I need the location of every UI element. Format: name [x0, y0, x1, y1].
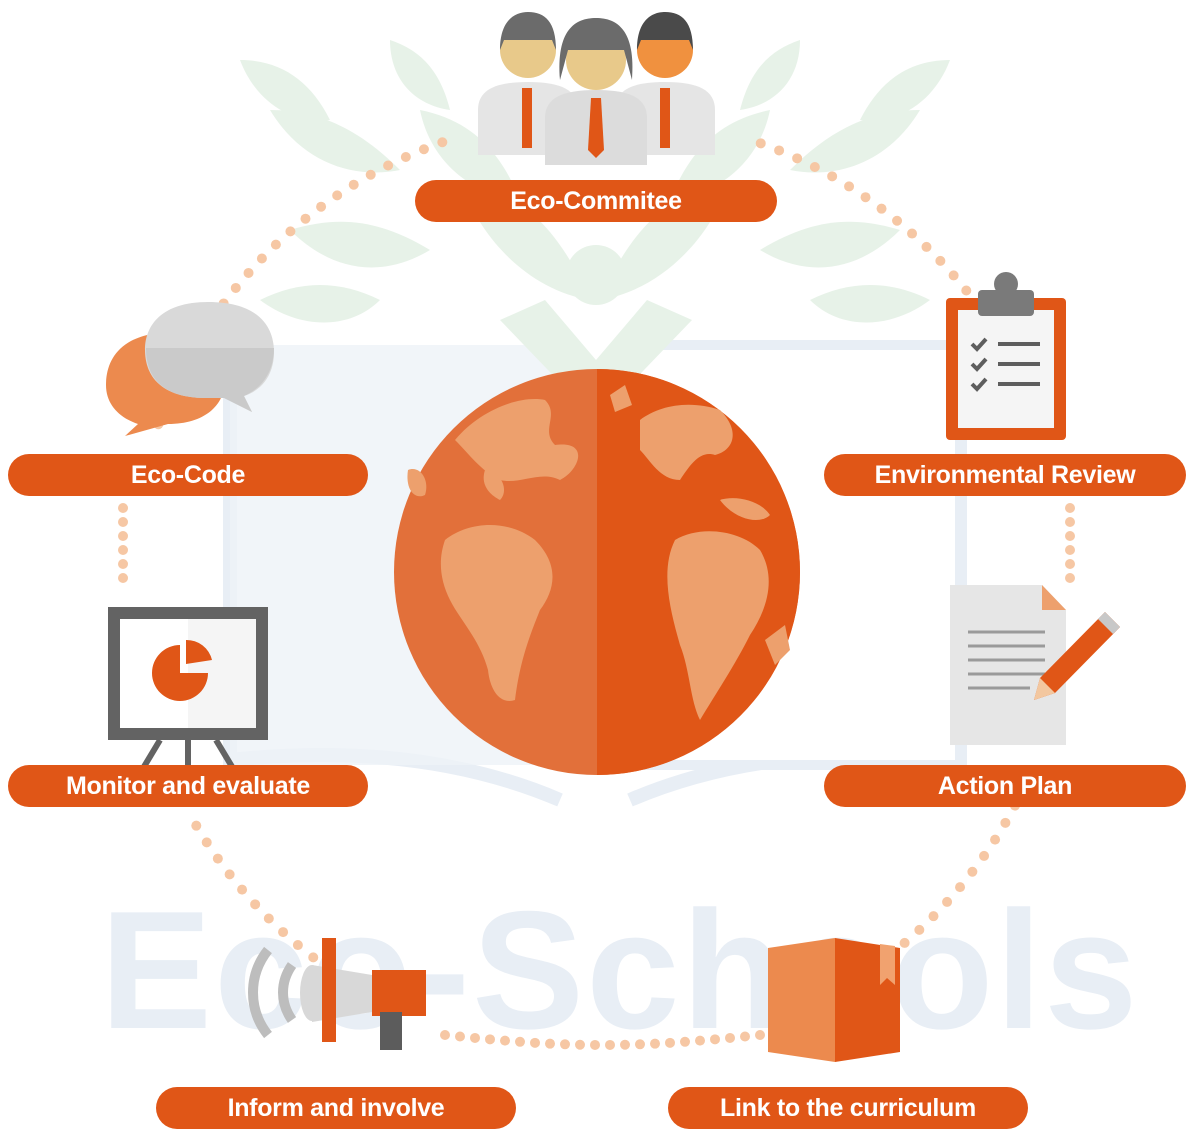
globe-icon	[394, 369, 800, 775]
path-dot	[792, 153, 803, 164]
path-dot	[955, 882, 966, 893]
path-dot	[470, 1032, 480, 1043]
path-dot	[237, 884, 248, 895]
path-dot	[942, 896, 953, 907]
path-dot	[725, 1032, 735, 1043]
path-dot	[437, 137, 448, 148]
path-dot	[590, 1039, 600, 1050]
path-dot	[1065, 559, 1075, 569]
presentation-board-icon	[108, 607, 268, 772]
people-icon	[478, 12, 715, 165]
path-dot	[455, 1031, 465, 1042]
path-dot	[755, 138, 766, 149]
path-dot	[928, 911, 939, 922]
path-dot	[224, 869, 235, 880]
path-dot	[961, 285, 972, 296]
path-dot	[948, 270, 959, 281]
path-dot	[907, 228, 918, 239]
path-dot	[292, 940, 303, 951]
path-dot	[575, 1039, 585, 1050]
path-dot	[620, 1039, 630, 1050]
path-dot	[118, 573, 128, 583]
path-dot	[1065, 531, 1075, 541]
path-dot	[515, 1036, 525, 1047]
path-dot	[243, 267, 254, 278]
path-dot	[300, 213, 311, 224]
path-dot	[400, 151, 411, 162]
path-dot	[118, 531, 128, 541]
path-dot	[348, 179, 359, 190]
path-dot	[230, 282, 241, 293]
step-environmental-review-label: Environmental Review	[824, 454, 1186, 496]
path-dot	[1065, 573, 1075, 583]
path-dot	[635, 1039, 645, 1050]
step-inform-involve-label: Inform and involve	[156, 1087, 516, 1129]
path-dot	[118, 503, 128, 513]
path-dot	[308, 952, 319, 963]
path-dot	[285, 226, 296, 237]
path-dot	[892, 215, 903, 226]
path-dot	[440, 1030, 450, 1040]
step-monitor-evaluate-label: Monitor and evaluate	[8, 765, 368, 807]
watermark-text: Eco-Schools	[100, 876, 1140, 1064]
path-dot	[990, 834, 1001, 845]
path-dot	[914, 924, 925, 935]
path-dot	[250, 899, 261, 910]
path-dot	[695, 1035, 705, 1046]
path-dot	[316, 201, 327, 212]
path-dot	[935, 255, 946, 266]
path-dot	[332, 190, 343, 201]
path-dot	[774, 145, 785, 156]
path-dot	[844, 181, 855, 192]
path-dot	[755, 1030, 765, 1040]
path-dot	[278, 927, 289, 938]
path-dot	[710, 1034, 720, 1045]
path-dot	[365, 169, 376, 180]
path-dot	[1000, 817, 1011, 828]
step-eco-committee-label: Eco-Commitee	[415, 180, 777, 222]
path-dot	[270, 239, 281, 250]
path-dot	[680, 1036, 690, 1047]
step-link-curriculum-label: Link to the curriculum	[668, 1087, 1028, 1129]
path-dot	[118, 559, 128, 569]
path-dot	[500, 1035, 510, 1046]
path-dot	[665, 1037, 675, 1048]
path-dot	[201, 837, 212, 848]
path-dot	[212, 853, 223, 864]
document-pencil-icon	[950, 585, 1120, 745]
path-dot	[1065, 517, 1075, 527]
path-dot	[967, 866, 978, 877]
path-dot	[1065, 545, 1075, 555]
path-dot	[979, 850, 990, 861]
path-dot	[860, 192, 871, 203]
step-eco-code-label: Eco-Code	[8, 454, 368, 496]
path-dot	[545, 1038, 555, 1049]
path-dot	[485, 1034, 495, 1045]
path-dot	[418, 144, 429, 155]
clipboard-checklist-icon	[946, 272, 1066, 440]
step-action-plan-label: Action Plan	[824, 765, 1186, 807]
path-dot	[809, 161, 820, 172]
path-dot	[650, 1038, 660, 1049]
path-dot	[530, 1037, 540, 1048]
path-dot	[256, 253, 267, 264]
path-dot	[1065, 503, 1075, 513]
path-dot	[876, 203, 887, 214]
path-dot	[560, 1039, 570, 1050]
path-dot	[605, 1039, 615, 1050]
path-dot	[118, 545, 128, 555]
path-dot	[118, 517, 128, 527]
megaphone-icon	[248, 938, 426, 1050]
path-dot	[383, 160, 394, 171]
path-dot	[263, 913, 274, 924]
speech-bubbles-icon	[106, 302, 274, 436]
path-dot	[899, 937, 910, 948]
path-dot	[827, 171, 838, 182]
path-dot	[740, 1031, 750, 1042]
open-book-icon	[768, 938, 900, 1062]
path-dot	[921, 241, 932, 252]
path-dot	[191, 820, 202, 831]
